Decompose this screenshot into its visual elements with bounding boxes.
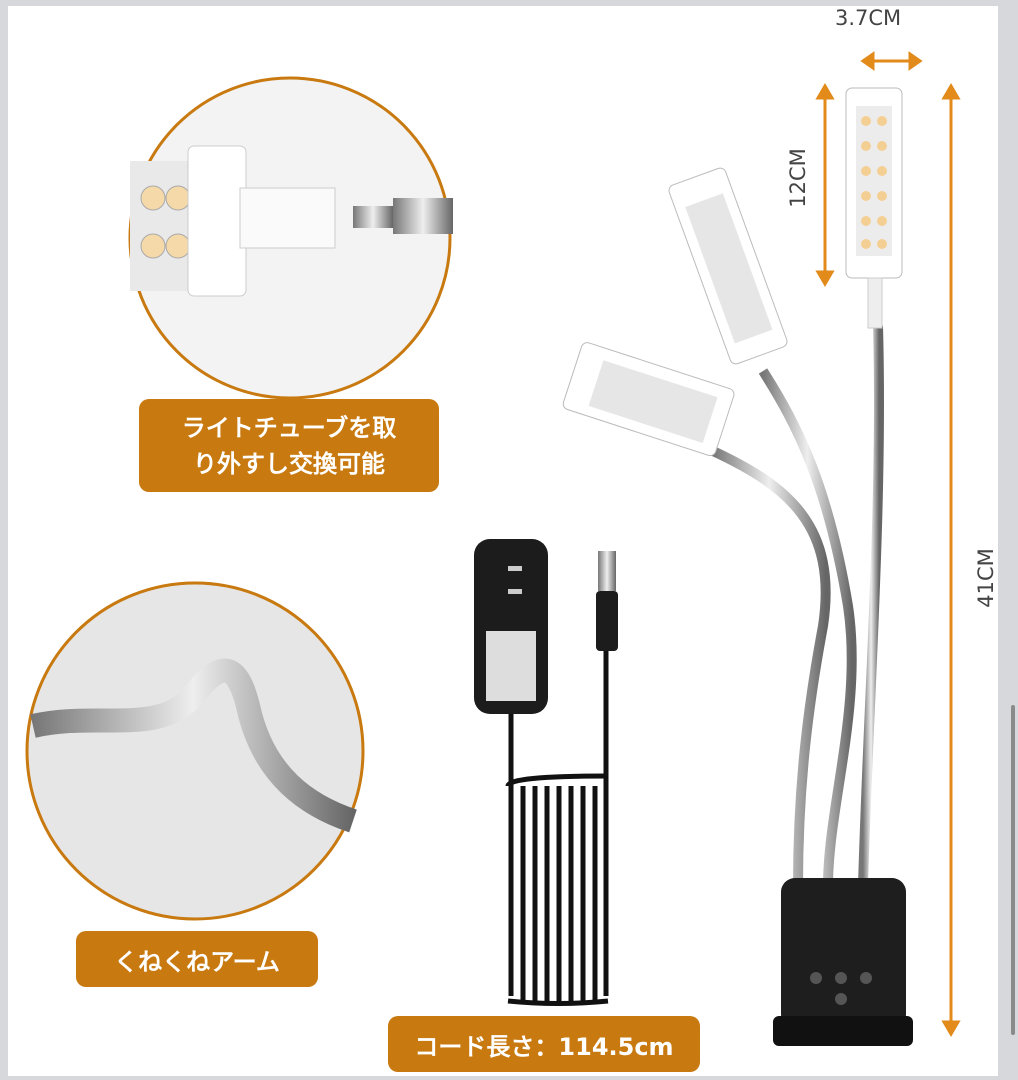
dimension-arrows [815,51,961,1037]
head-length-dimension-label: 12CM [786,148,810,208]
light-head-vertical [845,87,903,329]
light-head-angled [668,167,788,365]
tube-callout: ライトチューブを取 り外すし交換可能 [139,399,439,492]
product-image: 3.7CM 12CM 41CM ライトチューブを取 り外すし交換可能 くねくねア… [8,6,998,1076]
product-illustration [25,51,961,1046]
arm-callout: くねくねアーム [76,931,318,987]
cord-length-callout: コード長さ：114.5cm [388,1016,700,1072]
gooseneck-arms [710,325,884,887]
light-head-low [562,342,735,457]
tube-callout-line2: り外すし交換可能 [193,449,385,478]
scrollbar[interactable] [1011,705,1015,1035]
tube-detail-circle [128,76,453,400]
tube-callout-line1: ライトチューブを取 [181,413,397,442]
total-height-dimension-label: 41CM [974,548,998,608]
clip-base-with-controls [773,878,913,1046]
width-dimension-label: 3.7CM [835,6,902,30]
power-adapter [474,539,618,1006]
arm-detail-circle [25,581,365,921]
